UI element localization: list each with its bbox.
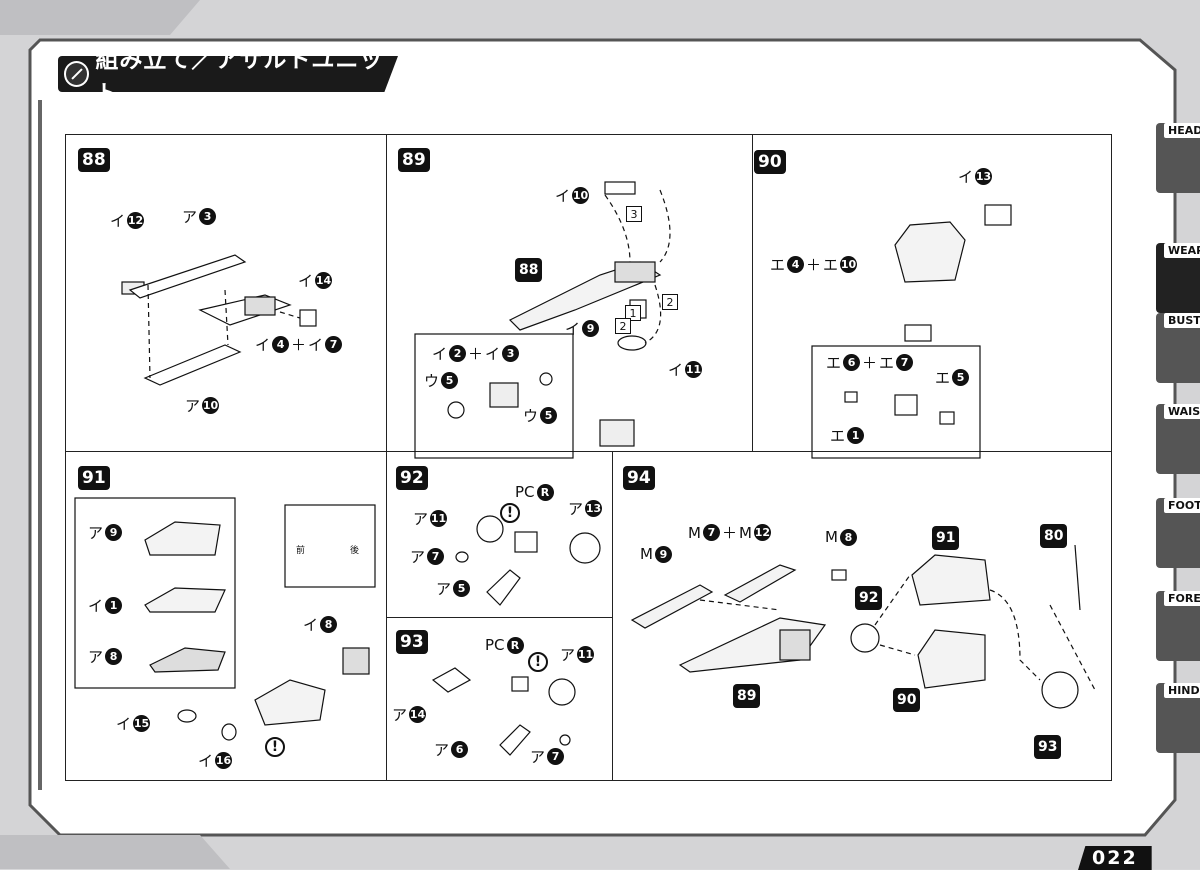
order-marker: 3 — [626, 206, 642, 222]
order-marker: 2 — [615, 318, 631, 334]
step-ref-90: 90 — [893, 688, 921, 712]
step-number-94: 94 — [623, 466, 655, 490]
back-label: 後 — [350, 546, 360, 556]
step-ref-91: 91 — [932, 526, 960, 550]
tab-weapon[interactable]: WEAPON — [1156, 243, 1200, 313]
order-marker: 2 — [662, 294, 678, 310]
step-number-93: 93 — [396, 630, 428, 654]
step-ref-92: 92 — [855, 586, 883, 610]
side-tabs: HEAD WEAPON BUST WAIST FOOT FORELEG HIND… — [1148, 88, 1200, 788]
tab-foreleg[interactable]: FORELEG — [1156, 591, 1200, 661]
step-ref-88: 88 — [515, 258, 543, 282]
step-ref-93: 93 — [1034, 735, 1062, 759]
step-number-90: 90 — [754, 150, 786, 174]
front-label: 前 — [296, 546, 306, 556]
caution-icon: ! — [265, 737, 285, 757]
tab-hindleg[interactable]: HINDLEG — [1156, 683, 1200, 753]
step-ref-89: 89 — [733, 684, 761, 708]
step-number-88: 88 — [78, 148, 110, 172]
tab-head[interactable]: HEAD — [1156, 123, 1200, 193]
step-number-92: 92 — [396, 466, 428, 490]
wrench-icon — [64, 61, 90, 87]
step-94-panel — [612, 451, 1112, 781]
tab-foot[interactable]: FOOT — [1156, 498, 1200, 568]
page-number: 022 — [1078, 846, 1152, 870]
caution-icon: ! — [500, 503, 520, 523]
page-title: 組み立て／アサルトユニット — [95, 47, 384, 92]
caution-icon: ! — [528, 652, 548, 672]
tab-waist[interactable]: WAIST — [1156, 404, 1200, 474]
tab-bust[interactable]: BUST — [1156, 313, 1200, 383]
step-ref-80: 80 — [1040, 524, 1068, 548]
order-marker: 1 — [625, 305, 641, 321]
step-number-89: 89 — [398, 148, 430, 172]
section-title-bar: 組み立て／アサルトユニット — [58, 56, 398, 92]
step-number-91: 91 — [78, 466, 110, 490]
